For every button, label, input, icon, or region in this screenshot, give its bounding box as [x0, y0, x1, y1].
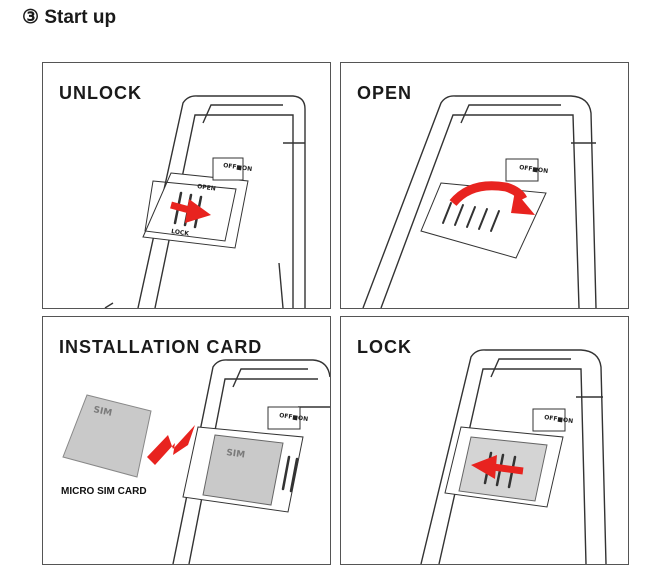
loose-sim-card: SIM: [62, 394, 152, 478]
sim-label: SIM: [226, 448, 246, 461]
red-arrow-icon: [170, 199, 211, 223]
panel-unlock: UNLOCK OFF■ON OPEN LOCK: [42, 62, 331, 309]
off-on-label: OFF■ON: [519, 164, 549, 175]
off-on-label: OFF■ON: [223, 162, 253, 173]
step-title: Start up: [44, 7, 117, 28]
panel-title: LOCK: [357, 337, 412, 357]
inserted-sim-card: SIM: [202, 434, 284, 506]
installation-illustration: SIM OFF■ON SIM: [62, 359, 330, 564]
step-heading: ③ Start up: [22, 6, 116, 29]
curved-red-arrow-icon: [449, 181, 535, 215]
panel-lock: LOCK OFF■ON: [340, 316, 629, 565]
lock-tag: LOCK: [171, 228, 190, 237]
unlock-illustration: OFF■ON OPEN LOCK: [104, 95, 306, 308]
step-number: ③: [22, 7, 40, 28]
red-zigzag-arrow-icon: [147, 425, 195, 465]
panel-open: OPEN OFF■ON: [340, 62, 629, 309]
open-tag: OPEN: [197, 183, 216, 193]
off-on-label: OFF■ON: [279, 412, 309, 423]
panel-title: OPEN: [357, 83, 413, 103]
off-on-label: OFF■ON: [544, 414, 574, 425]
panel-title: UNLOCK: [59, 83, 142, 103]
micro-sim-card-caption: MICRO SIM CARD: [61, 486, 147, 497]
red-arrow-left-icon: [471, 455, 524, 479]
open-illustration: OFF■ON: [362, 95, 597, 308]
svg-text:SIM: SIM: [92, 405, 112, 419]
lock-illustration: OFF■ON: [420, 349, 607, 564]
panel-title: INSTALLATION CARD: [59, 337, 263, 357]
panel-installation-card: INSTALLATION CARD SIM OFF■ON SIM MICRO: [42, 316, 331, 565]
